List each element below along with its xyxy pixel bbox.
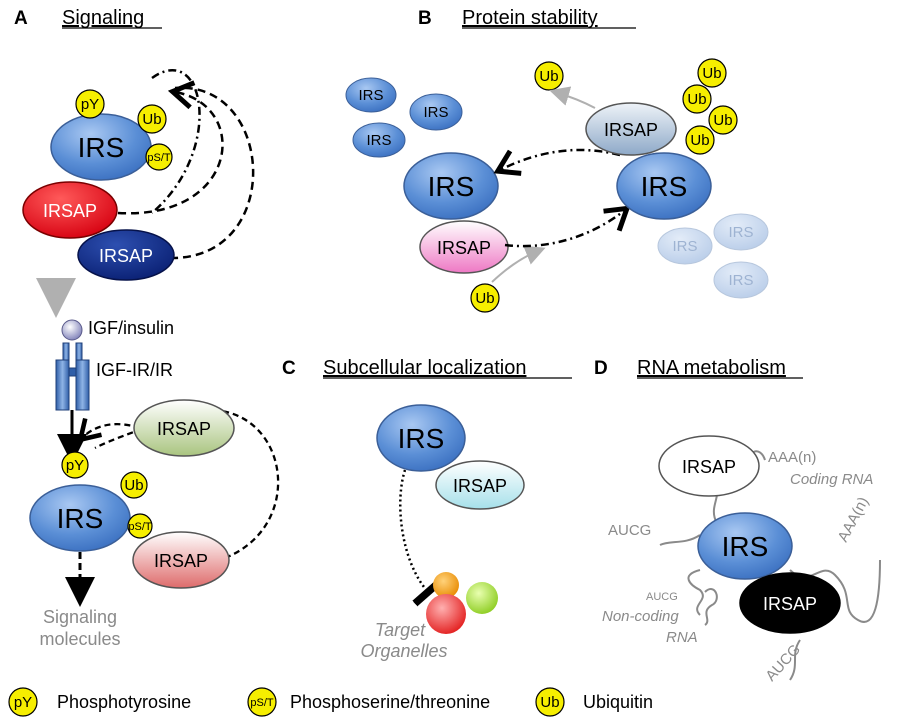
ub-b-2: Ub: [702, 65, 721, 82]
irsap-red-label: IRSAP: [43, 201, 97, 221]
panel-a-letter: A: [14, 8, 28, 29]
legend-py-icon: [8, 687, 38, 717]
irs-fade-3: IRS: [728, 272, 753, 289]
irsap-green-label: IRSAP: [157, 419, 211, 439]
irs-small-3: IRS: [366, 132, 391, 149]
ub-badge: [137, 104, 167, 134]
irsap-salmon-label: IRSAP: [154, 551, 208, 571]
signaling-label: Signaling: [43, 607, 117, 627]
pst-badge: [145, 143, 173, 171]
pst-label: pS/T: [147, 152, 171, 164]
panel-a-top: IRS IRSAP IRSAP pY Ub pS/T: [22, 69, 255, 318]
ub-label: Ub: [142, 111, 161, 128]
irs-d: [697, 512, 793, 580]
irsap-black: [739, 572, 841, 634]
irs-label: IRS: [78, 132, 125, 163]
noncoding-label: Non-coding: [602, 608, 679, 625]
ub-b-5: Ub: [690, 132, 709, 149]
panel-c: IRS IRSAP Target Organelles: [360, 404, 525, 661]
panel-c-letter: C: [282, 358, 296, 379]
irsap-cyan: IRSAP: [453, 476, 507, 496]
panel-a-bottom: IGF/insulin IGF-IR/IR IRSAP IRS IRSAP pY…: [29, 318, 280, 649]
pst-badge-bottom: [127, 513, 153, 539]
py-label-bottom: pY: [66, 457, 84, 474]
legend-ub-icon: [535, 687, 565, 717]
ub-badge-bottom: [120, 471, 148, 499]
legend-ub-symbol: Ub: [540, 694, 559, 711]
legend: pY Phosphotyrosine pS/T Phosphoserine/th…: [8, 687, 653, 717]
irs-small-2: IRS: [423, 104, 448, 121]
panel-b-letter: B: [418, 8, 432, 29]
legend-py-symbol: pY: [14, 694, 32, 711]
py-badge-bottom: [61, 451, 89, 479]
irsap-white: [658, 435, 760, 497]
target-label: Target: [375, 620, 426, 640]
irsap-salmon: [132, 531, 230, 589]
panel-a-title: Signaling: [62, 7, 144, 29]
aucg-label-1: AUCG: [608, 522, 651, 539]
aucg-label-2: AUCG: [646, 591, 678, 603]
panel-d: IRSAP IRS IRSAP AAA(n) Coding RNA AAA(n)…: [602, 435, 881, 685]
panel-b-title: Protein stability: [462, 7, 598, 29]
irs-b-left: IRS: [428, 171, 475, 202]
irs-c: IRS: [398, 423, 445, 454]
ub-b-4: Ub: [713, 112, 732, 129]
irsap-red: [22, 181, 118, 239]
panel-b: IRS IRS IRS IRS IRSAP Ub IRSAP IRS Ub Ub…: [345, 58, 769, 313]
irs-fade-2: IRS: [728, 224, 753, 241]
panel-d-title: RNA metabolism: [637, 357, 786, 379]
irsap-black-label: IRSAP: [763, 594, 817, 614]
legend-phosphoserine: Phosphoserine/threonine: [290, 692, 490, 712]
irs-b-right: IRS: [641, 171, 688, 202]
organelle-red: [426, 594, 466, 634]
igf-ir-label: IGF-IR/IR: [96, 360, 173, 380]
receptor: [55, 342, 90, 411]
panel-c-title: Subcellular localization: [323, 357, 526, 379]
organelle-orange: [433, 572, 459, 598]
pst-label-bottom: pS/T: [128, 521, 152, 533]
irsap-pink: IRSAP: [437, 238, 491, 258]
legend-ubiquitin: Ubiquitin: [583, 692, 653, 712]
molecules-label: molecules: [39, 629, 120, 649]
organelles-label: Organelles: [360, 641, 447, 661]
irsap-steel: IRSAP: [604, 120, 658, 140]
aaa-label-1: AAA(n): [768, 449, 816, 466]
py-badge: [75, 89, 105, 119]
legend-pst-symbol: pS/T: [250, 697, 274, 709]
ub-b-bottom: Ub: [475, 290, 494, 307]
irs-d-label: IRS: [722, 531, 769, 562]
irs-small-1: IRS: [358, 87, 383, 104]
irs-fade-1: IRS: [672, 238, 697, 255]
ub-b-3: Ub: [687, 91, 706, 108]
irsap-navy: [77, 229, 175, 281]
legend-phosphotyrosine: Phosphotyrosine: [57, 692, 191, 712]
coding-rna-label: Coding RNA: [790, 471, 873, 488]
ub-label-bottom: Ub: [124, 477, 143, 494]
organelle-green: [466, 582, 498, 614]
ligand-ball: [61, 319, 83, 341]
irsap-green: [133, 399, 235, 457]
aaa-label-2: AAA(n): [835, 494, 873, 545]
legend-pst-icon: [247, 687, 277, 717]
ub-b-1: Ub: [539, 68, 558, 85]
igf-insulin-label: IGF/insulin: [88, 318, 174, 338]
irsap-navy-label: IRSAP: [99, 246, 153, 266]
aucg-label-3: AUCG: [762, 641, 804, 685]
irs-protein-bottom: [29, 484, 131, 552]
irsap-white-label: IRSAP: [682, 457, 736, 477]
panel-d-letter: D: [594, 358, 608, 379]
rna-label: RNA: [666, 629, 698, 646]
py-label: pY: [81, 96, 99, 113]
irs-label-bottom: IRS: [57, 503, 104, 534]
